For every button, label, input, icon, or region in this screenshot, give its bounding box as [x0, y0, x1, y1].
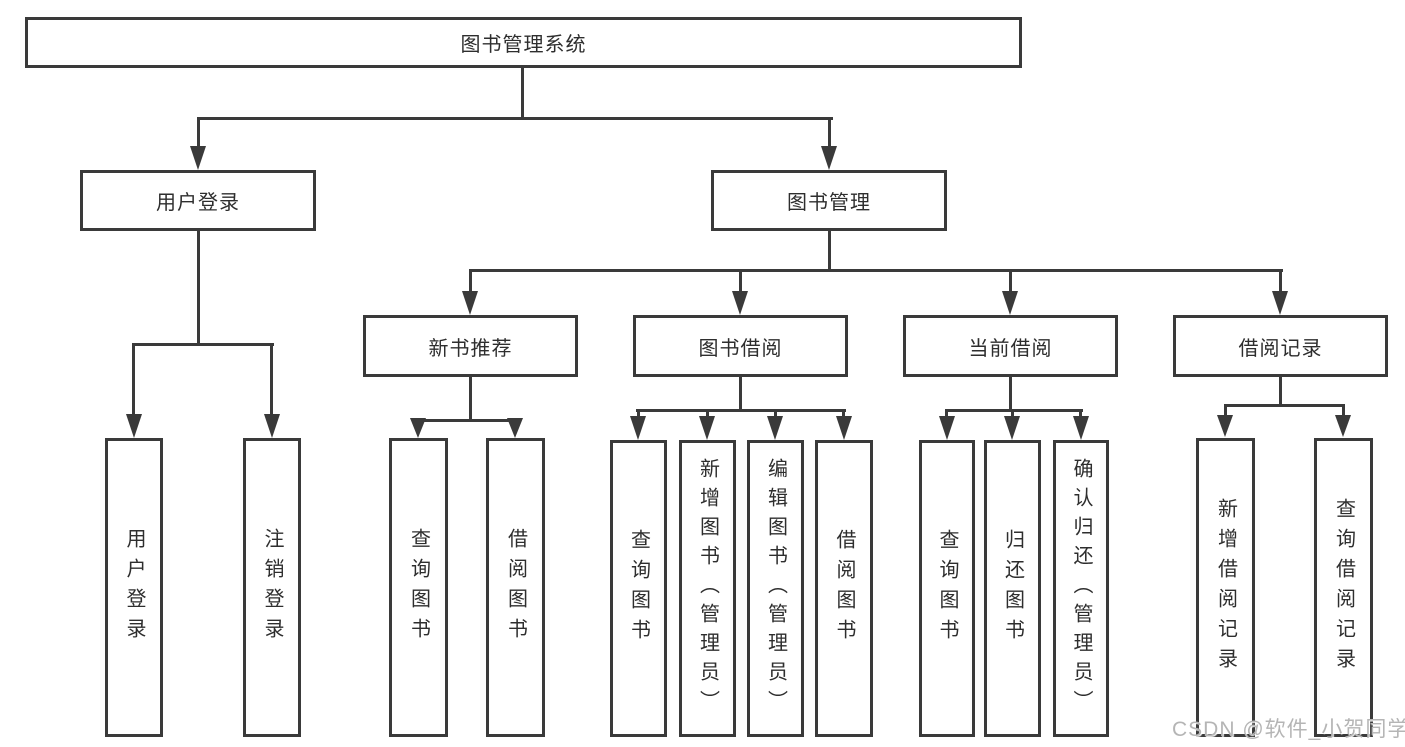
arrowhead-down [630, 416, 646, 440]
arrowhead-down [507, 418, 523, 438]
connector-vline [1009, 269, 1012, 293]
arrowhead-down [1002, 291, 1018, 315]
arrowhead-down [410, 418, 426, 438]
connector-hline [1224, 404, 1345, 407]
csdn-watermark: CSDN @软件_小贺同学 [1172, 718, 1405, 741]
leaf-query-books-borrow-label: 查询图书 [627, 528, 650, 649]
arrowhead-down [1004, 416, 1020, 440]
leaf-user-login-label: 用户登录 [123, 527, 145, 648]
connector-hline [636, 409, 846, 412]
leaf-query-books-borrow: 查询图书 [610, 440, 667, 737]
connector-vline [774, 409, 777, 419]
leaf-borrow-books-recommend: 借阅图书 [486, 438, 545, 737]
connector-vline [842, 409, 845, 419]
node-root: 图书管理系统 [25, 17, 1022, 68]
leaf-query-books-recommend: 查询图书 [389, 438, 448, 737]
leaf-add-borrow-record-label: 新增借阅记录 [1214, 497, 1237, 678]
node-user-login-label: 用户登录 [156, 192, 240, 214]
node-current-borrow-label: 当前借阅 [968, 337, 1053, 360]
arrowhead-down [732, 291, 748, 315]
leaf-add-books-admin-label: 新增图书（管理员） [696, 458, 719, 719]
leaf-query-books-current: 查询图书 [919, 440, 975, 737]
connector-vline [828, 117, 831, 149]
connector-vline [1079, 409, 1082, 419]
leaf-edit-books-admin-label: 编辑图书（管理员） [764, 458, 787, 719]
arrowhead-down [1335, 415, 1351, 437]
leaf-logout-label: 注销登录 [261, 527, 283, 648]
connector-vline [1011, 409, 1014, 419]
connector-hline [417, 419, 519, 422]
arrowhead-down [264, 414, 280, 438]
connector-vline [197, 231, 200, 345]
node-current-borrow: 当前借阅 [903, 315, 1118, 377]
leaf-borrow-books-recommend-label: 借阅图书 [504, 527, 527, 648]
connector-vline [1279, 269, 1282, 293]
node-book-management: 图书管理 [711, 170, 947, 231]
leaf-query-borrow-record-label: 查询借阅记录 [1332, 497, 1355, 678]
connector-vline [1279, 377, 1282, 406]
connector-vline [739, 269, 742, 293]
leaf-borrow-books: 借阅图书 [815, 440, 873, 737]
node-borrow-records-label: 借阅记录 [1238, 337, 1323, 360]
node-root-label: 图书管理系统 [460, 34, 587, 56]
leaf-query-borrow-record: 查询借阅记录 [1314, 438, 1373, 737]
arrowhead-down [126, 414, 142, 438]
leaf-query-books-current-label: 查询图书 [936, 528, 958, 649]
connector-vline [132, 343, 135, 415]
connector-vline [521, 68, 524, 118]
arrowhead-down [767, 416, 783, 440]
arrowhead-down [939, 416, 955, 440]
connector-vline [1009, 377, 1012, 411]
connector-hline [945, 409, 1083, 412]
leaf-return-books-label: 归还图书 [1001, 528, 1024, 649]
connector-vline [739, 377, 742, 411]
leaf-return-books: 归还图书 [984, 440, 1041, 737]
connector-vline [1342, 404, 1345, 416]
leaf-borrow-books-label: 借阅图书 [833, 528, 855, 649]
connector-vline [469, 377, 472, 421]
connector-hline [132, 343, 274, 346]
arrowhead-down [462, 291, 478, 315]
node-new-book-recommend-label: 新书推荐 [428, 337, 513, 360]
node-book-management-label: 图书管理 [787, 192, 871, 214]
leaf-add-books-admin: 新增图书（管理员） [679, 440, 736, 737]
connector-vline [828, 231, 831, 271]
connector-hline [469, 269, 1283, 272]
leaf-add-borrow-record: 新增借阅记录 [1196, 438, 1255, 737]
connector-vline [945, 409, 948, 419]
connector-hline [197, 117, 833, 120]
node-borrow-records: 借阅记录 [1173, 315, 1388, 377]
arrowhead-down [190, 146, 206, 170]
connector-vline [197, 117, 200, 149]
connector-vline [270, 343, 273, 415]
leaf-edit-books-admin: 编辑图书（管理员） [747, 440, 804, 737]
leaf-user-login: 用户登录 [105, 438, 163, 737]
node-new-book-recommend: 新书推荐 [363, 315, 578, 377]
node-user-login: 用户登录 [80, 170, 316, 231]
connector-vline [637, 409, 640, 419]
connector-vline [706, 409, 709, 419]
leaf-confirm-return-admin-label: 确认归还（管理员） [1070, 458, 1092, 719]
arrowhead-down [821, 146, 837, 170]
arrowhead-down [1217, 415, 1233, 437]
arrowhead-down [836, 416, 852, 440]
connector-vline [469, 269, 472, 293]
arrowhead-down [1073, 416, 1089, 440]
node-book-borrow: 图书借阅 [633, 315, 848, 377]
leaf-confirm-return-admin: 确认归还（管理员） [1053, 440, 1109, 737]
arrowhead-down [699, 416, 715, 440]
leaf-query-books-recommend-label: 查询图书 [407, 527, 430, 648]
arrowhead-down [1272, 291, 1288, 315]
node-book-borrow-label: 图书借阅 [698, 337, 783, 360]
leaf-logout: 注销登录 [243, 438, 301, 737]
connector-vline [1224, 404, 1227, 416]
